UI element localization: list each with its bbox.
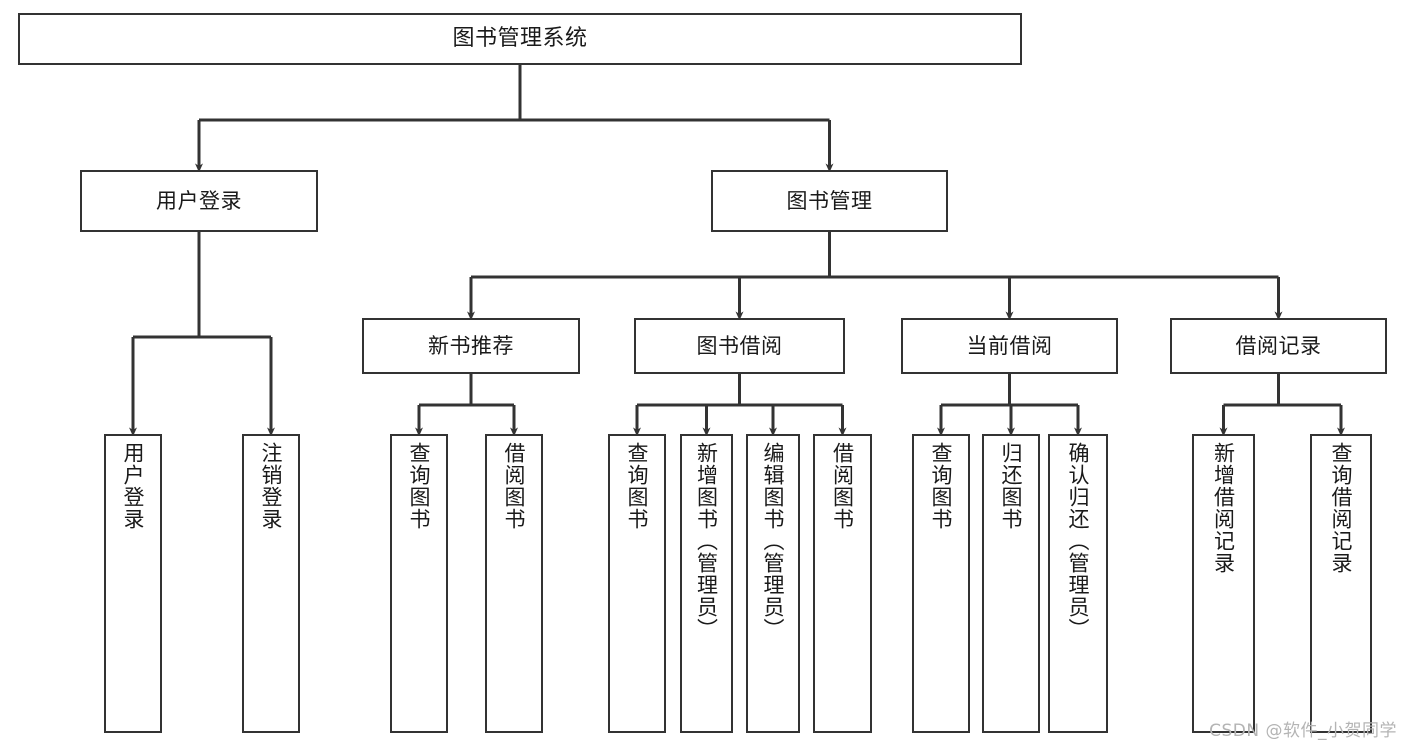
node-l4[interactable]: 借阅图书	[485, 434, 543, 733]
node-label: 注销登录	[259, 442, 284, 530]
node-label: 借阅记录	[1235, 333, 1322, 358]
node-l10[interactable]: 归还图书	[982, 434, 1040, 733]
node-l2[interactable]: 注销登录	[242, 434, 300, 733]
node-label: 借阅图书	[502, 442, 527, 530]
node-label: 新书推荐	[428, 333, 514, 358]
node-label: 用户登录	[121, 442, 146, 530]
node-label: 图书管理	[786, 188, 873, 213]
node-label: 编辑图书（管理员）	[761, 442, 786, 640]
node-label: 确认归还（管理员）	[1066, 442, 1091, 640]
node-records[interactable]: 借阅记录	[1170, 318, 1387, 374]
node-l1[interactable]: 用户登录	[104, 434, 162, 733]
node-label: 图书借阅	[696, 333, 783, 358]
node-root[interactable]: 图书管理系统	[18, 13, 1022, 65]
node-login[interactable]: 用户登录	[80, 170, 318, 232]
node-l12[interactable]: 新增借阅记录	[1192, 434, 1255, 733]
node-label: 图书管理系统	[452, 26, 588, 52]
node-l7[interactable]: 编辑图书（管理员）	[746, 434, 800, 733]
node-label: 归还图书	[999, 442, 1024, 530]
node-l13[interactable]: 查询借阅记录	[1310, 434, 1372, 733]
node-label: 当前借阅	[966, 333, 1053, 358]
node-label: 查询图书	[407, 442, 432, 530]
node-current[interactable]: 当前借阅	[901, 318, 1118, 374]
node-label: 查询图书	[625, 442, 650, 530]
node-l9[interactable]: 查询图书	[912, 434, 970, 733]
node-l11[interactable]: 确认归还（管理员）	[1048, 434, 1108, 733]
node-l5[interactable]: 查询图书	[608, 434, 666, 733]
node-borrow[interactable]: 图书借阅	[634, 318, 845, 374]
node-label: 新增借阅记录	[1211, 442, 1236, 574]
node-bookmgmt[interactable]: 图书管理	[711, 170, 948, 232]
node-l3[interactable]: 查询图书	[390, 434, 448, 733]
node-newrec[interactable]: 新书推荐	[362, 318, 580, 374]
node-label: 查询借阅记录	[1329, 442, 1354, 574]
node-l8[interactable]: 借阅图书	[813, 434, 872, 733]
node-label: 借阅图书	[830, 442, 855, 530]
node-l6[interactable]: 新增图书（管理员）	[680, 434, 733, 733]
node-label: 用户登录	[156, 188, 242, 213]
node-label: 新增图书（管理员）	[694, 442, 719, 640]
node-label: 查询图书	[929, 442, 954, 530]
